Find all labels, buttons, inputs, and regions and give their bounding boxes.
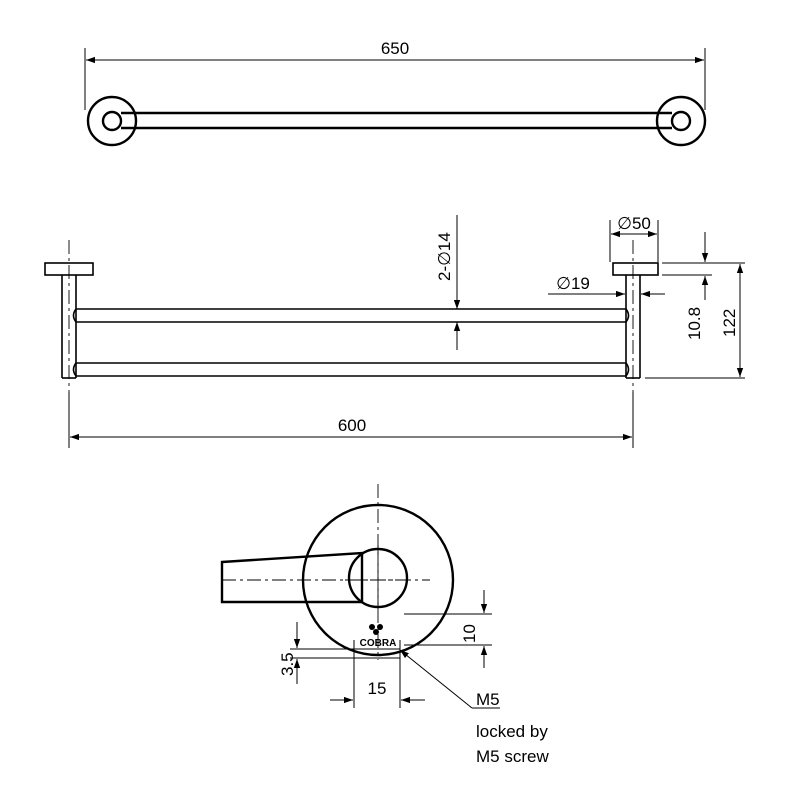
dim-screw-offset-v: 10 xyxy=(460,624,479,643)
left-flange xyxy=(86,95,138,147)
left-post xyxy=(101,110,123,132)
note-lock-line1: locked by xyxy=(476,722,548,741)
dim-screw-offset-small: 3.5 xyxy=(278,652,297,676)
upper-rail xyxy=(72,308,630,323)
right-post xyxy=(670,110,692,132)
top-view: 650 xyxy=(84,39,707,147)
dim-post-diameter: ∅19 xyxy=(556,274,590,293)
dim-overall-length: 650 xyxy=(381,39,409,58)
rail-arm xyxy=(220,551,364,604)
note-lock-line2: M5 screw xyxy=(476,747,549,766)
dim-rail-diameter: 2-∅14 xyxy=(435,232,454,281)
m5-leader xyxy=(399,649,473,709)
front-view: 2-∅14 ∅50 ∅19 10.8 122 600 xyxy=(44,214,745,448)
dim-flange-thickness: 10.8 xyxy=(685,307,704,340)
right-flange-plate xyxy=(612,262,659,276)
dim-bar-length: 600 xyxy=(338,416,366,435)
note-screw-size: M5 xyxy=(476,690,500,709)
side-view: COBRA 10 3.5 15 M5 locked by M5 screw xyxy=(220,484,549,766)
dim-screw-spacing: 15 xyxy=(368,679,387,698)
dim-flange-diameter: ∅50 xyxy=(617,214,651,233)
lower-rail xyxy=(72,362,630,377)
right-flange xyxy=(655,95,707,147)
cobra-logo xyxy=(369,624,383,635)
dim-projection: 122 xyxy=(720,309,739,337)
logo-text: COBRA xyxy=(360,638,397,649)
